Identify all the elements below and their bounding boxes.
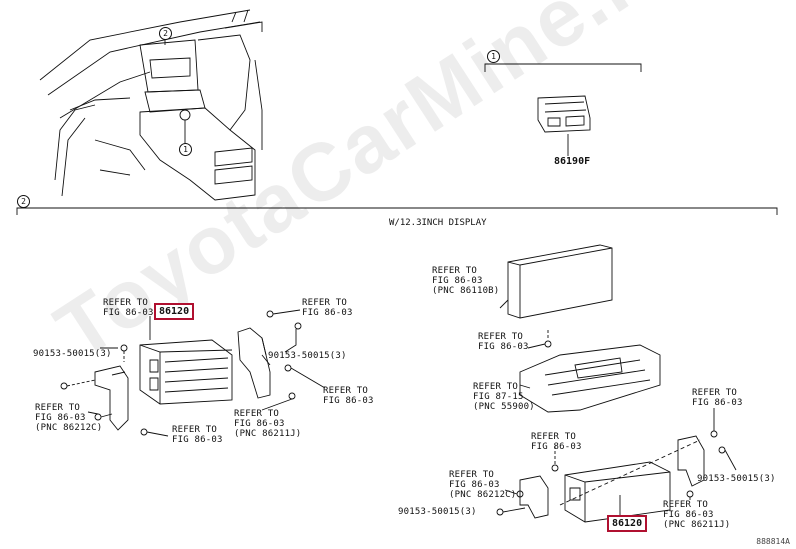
left-bolt-left: 90153-50015(3) — [33, 349, 112, 359]
section-label: W/12.3INCH DISPLAY — [389, 218, 487, 228]
right-bolt-left: 90153-50015(3) — [398, 507, 477, 517]
left-exploded-view — [60, 309, 326, 437]
right-refer-pnc-c: REFER TO FIG 86-03 (PNC 86212C) — [449, 470, 517, 500]
part-number-86120-right: 86120 — [607, 515, 648, 532]
left-refer-mid-right: REFER TO FIG 86-03 — [323, 386, 374, 406]
right-bolt-right: 90153-50015(3) — [697, 474, 776, 484]
left-refer-top-right: REFER TO FIG 86-03 — [302, 298, 353, 318]
callout-circle-1-top: 1 — [179, 143, 192, 156]
left-refer-pnc-c: REFER TO FIG 86-03 (PNC 86212C) — [35, 403, 103, 433]
right-refer-screw: REFER TO FIG 86-03 — [478, 332, 529, 352]
callout-circle-2-bracket: 2 — [17, 195, 30, 208]
diagram-code: 888814A — [756, 537, 790, 546]
left-refer-top: REFER TO FIG 86-03 — [103, 298, 154, 318]
part-number-86190f: 86190F — [554, 156, 591, 167]
right-exploded-view — [496, 244, 737, 523]
left-bolt-right: 90153-50015(3) — [268, 351, 347, 361]
right-refer-top-right: REFER TO FIG 86-03 — [692, 388, 743, 408]
switch-unit-sketch — [537, 95, 591, 156]
callout-circle-1-bracket: 1 — [487, 50, 500, 63]
part-number-86120-left: 86120 — [154, 303, 195, 320]
left-refer-pnc-j: REFER TO FIG 86-03 (PNC 86211J) — [234, 409, 302, 439]
right-refer-pnc-j: REFER TO FIG 86-03 (PNC 86211J) — [663, 500, 731, 530]
right-refer-display: REFER TO FIG 86-03 (PNC 86110B) — [432, 266, 500, 296]
dashboard-sketch — [39, 9, 263, 201]
left-refer-bottom: REFER TO FIG 86-03 — [172, 425, 223, 445]
right-refer-panel: REFER TO FIG 87-15 (PNC 55900) — [473, 382, 535, 412]
callout-circle-2-top: 2 — [159, 27, 172, 40]
right-refer-center: REFER TO FIG 86-03 — [531, 432, 582, 452]
